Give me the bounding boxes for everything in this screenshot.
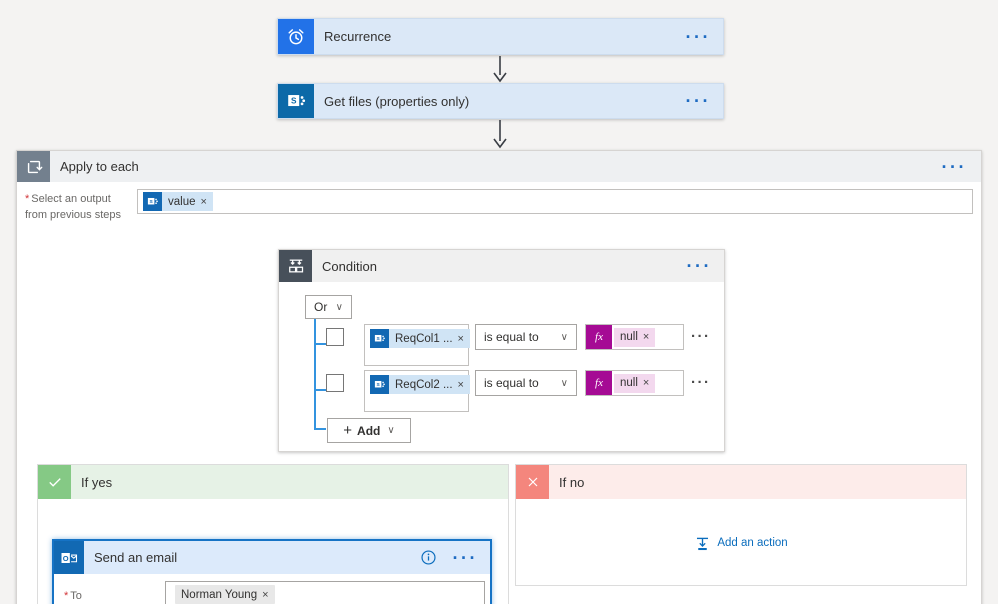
recurrence-clock-icon	[278, 19, 314, 54]
operator-value: Or	[314, 300, 328, 314]
condition-add-button[interactable]: + Add ∨	[327, 418, 411, 443]
plus-icon: +	[343, 422, 353, 439]
info-icon[interactable]	[420, 549, 437, 566]
token-label: ReqCol1 ...	[395, 332, 453, 345]
condition-title: Condition	[322, 258, 377, 274]
token-label: Norman Young	[181, 588, 258, 601]
recipient-token[interactable]: Norman Young ×	[175, 585, 275, 604]
condition-row-checkbox[interactable]	[326, 374, 344, 392]
add-action-icon	[697, 537, 709, 550]
condition-row-comparator-dropdown[interactable]: is equal to ∨	[475, 324, 577, 350]
required-marker: *	[25, 193, 30, 205]
send-email-menu-button[interactable]: ···	[452, 547, 478, 568]
if-no-title: If no	[559, 474, 585, 490]
if-yes-branch-card: If yes O Send an email	[37, 464, 509, 604]
chevron-down-icon: ∨	[387, 425, 395, 436]
condition-connector-line	[314, 319, 316, 430]
if-no-branch-card: If no Add an action	[515, 464, 967, 586]
condition-row-value-input[interactable]: fx null ×	[585, 370, 684, 396]
condition-connector-stub	[316, 428, 326, 430]
expression-fx-icon: fx	[586, 371, 612, 395]
condition-card: Condition ··· Or ∨ S	[278, 249, 725, 452]
outlook-icon: O	[54, 541, 84, 574]
chevron-down-icon: ∨	[560, 331, 568, 343]
condition-menu-button[interactable]: ···	[686, 256, 712, 276]
email-to-input[interactable]: Norman Young ×	[165, 581, 485, 604]
comparator-value: is equal to	[484, 330, 539, 344]
token-label: ReqCol2 ...	[395, 378, 453, 391]
apply-to-each-menu-button[interactable]: ···	[941, 156, 967, 177]
select-output-label: *Select an output from previous steps	[25, 193, 121, 221]
apply-to-each-card: Apply to each ··· *Select an output from…	[16, 150, 982, 604]
condition-row-menu-button[interactable]: ···	[691, 374, 711, 391]
sharepoint-icon: S	[278, 84, 314, 118]
condition-connector-stub	[316, 343, 326, 345]
send-email-header[interactable]: O Send an email ···	[54, 541, 490, 574]
if-yes-title: If yes	[81, 474, 113, 490]
flow-arrow	[493, 120, 507, 149]
chevron-down-icon: ∨	[560, 377, 568, 389]
check-icon	[38, 465, 71, 499]
if-yes-header[interactable]: If yes	[38, 465, 508, 499]
apply-to-each-header[interactable]: Apply to each ···	[17, 151, 981, 182]
field-token[interactable]: S ReqCol2 ... ×	[370, 375, 470, 394]
null-token[interactable]: null ×	[614, 327, 656, 347]
svg-text:S: S	[150, 199, 154, 205]
token-remove-icon[interactable]: ×	[642, 377, 650, 389]
token-remove-icon[interactable]: ×	[457, 378, 464, 391]
recurrence-menu-button[interactable]: ···	[685, 26, 711, 47]
condition-row-menu-button[interactable]: ···	[691, 328, 711, 345]
required-marker: *	[64, 590, 69, 602]
condition-connector-stub	[316, 389, 326, 391]
send-email-title: Send an email	[94, 550, 178, 565]
get-files-title: Get files (properties only)	[324, 93, 470, 109]
add-an-action-label: Add an action	[717, 537, 788, 549]
field-token[interactable]: S ReqCol1 ... ×	[370, 329, 470, 348]
token-remove-icon[interactable]: ×	[642, 331, 650, 343]
cross-icon	[516, 465, 549, 499]
chevron-down-icon: ∨	[335, 301, 343, 313]
sharepoint-icon: S	[143, 192, 162, 211]
svg-text:S: S	[377, 336, 381, 342]
token-label: null	[620, 331, 638, 343]
apply-to-each-title: Apply to each	[60, 159, 139, 174]
if-no-header[interactable]: If no	[516, 465, 966, 499]
condition-row-checkbox[interactable]	[326, 328, 344, 346]
select-output-input[interactable]: S value ×	[137, 189, 973, 214]
condition-branch-icon	[279, 250, 312, 282]
condition-operator-dropdown[interactable]: Or ∨	[305, 295, 352, 319]
token-remove-icon[interactable]: ×	[200, 195, 207, 208]
condition-row-field-input[interactable]: S ReqCol2 ... ×	[364, 370, 470, 412]
svg-text:S: S	[377, 382, 381, 388]
null-token[interactable]: null ×	[614, 373, 656, 393]
comparator-value: is equal to	[484, 376, 539, 390]
send-email-card: O Send an email ···	[52, 539, 492, 604]
recurrence-title: Recurrence	[324, 29, 392, 44]
svg-text:O: O	[63, 553, 69, 562]
token-label: value	[168, 195, 196, 208]
condition-row-field-input[interactable]: S ReqCol1 ... ×	[364, 324, 470, 366]
value-token[interactable]: S value ×	[143, 192, 213, 211]
token-remove-icon[interactable]: ×	[262, 588, 269, 601]
condition-row-comparator-dropdown[interactable]: is equal to ∨	[475, 370, 577, 396]
token-remove-icon[interactable]: ×	[457, 332, 464, 345]
condition-header[interactable]: Condition ···	[279, 250, 724, 282]
add-an-action-button[interactable]: Add an action	[694, 535, 788, 552]
sharepoint-icon: S	[370, 329, 389, 348]
expression-fx-icon: fx	[586, 325, 612, 349]
get-files-menu-button[interactable]: ···	[685, 91, 711, 111]
add-label: Add	[357, 423, 381, 438]
sharepoint-icon: S	[370, 375, 389, 394]
condition-row-value-input[interactable]: fx null ×	[585, 324, 684, 350]
to-label: *To	[64, 590, 82, 602]
recurrence-card[interactable]: Recurrence ···	[277, 18, 724, 55]
token-label: null	[620, 377, 638, 389]
get-files-card[interactable]: S Get files (properties only) ···	[277, 83, 724, 119]
flow-arrow	[493, 56, 507, 83]
svg-text:S: S	[291, 96, 297, 105]
loop-icon	[17, 151, 50, 182]
